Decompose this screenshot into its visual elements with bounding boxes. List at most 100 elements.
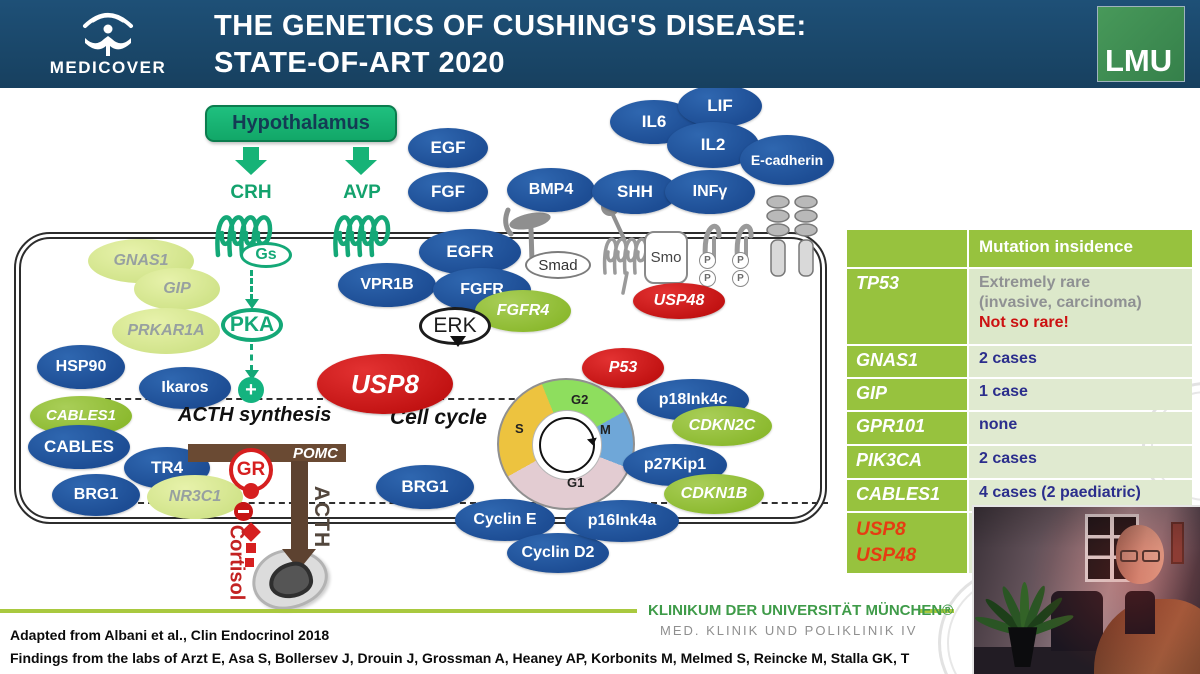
table-row-cables1: CABLES1 4 cases (2 paediatric) <box>847 480 1192 511</box>
stimulation-plus: + <box>238 377 264 403</box>
hypothalamus-box: Hypothalamus <box>205 105 397 142</box>
node-usp48: USP48 <box>633 283 725 319</box>
lmu-logo: LMU <box>1097 6 1185 82</box>
donut-label-g1: G1 <box>567 475 585 490</box>
node-p53: P53 <box>582 348 664 388</box>
inhibition-minus <box>234 502 253 521</box>
footer-green-line-right <box>920 609 954 613</box>
department-name: MED. KLINIK UND POLIKLINIK IV <box>660 623 918 638</box>
webcam-video[interactable] <box>972 505 1200 674</box>
webcam-wall-frame <box>1170 522 1185 564</box>
cell-cycle-label: Cell cycle <box>390 406 487 429</box>
table-header-empty <box>847 230 967 267</box>
table-row-gnas1: GNAS1 2 cases <box>847 346 1192 377</box>
node-cdkn2c: CDKN2C <box>672 406 772 446</box>
avp-label: AVP <box>343 182 381 203</box>
pomc-bar: POMC <box>188 444 346 462</box>
title-line-2: STATE-OF-ART 2020 <box>214 47 506 80</box>
webcam-person-turtleneck <box>1125 590 1155 634</box>
acth-label: ACTH <box>310 485 333 549</box>
value-pik3ca: 2 cases <box>969 446 1192 478</box>
footer-green-line-left <box>0 609 637 613</box>
gene-gip: GIP <box>847 379 967 410</box>
webcam-window <box>1084 513 1139 583</box>
bmp4-receptor <box>503 207 551 265</box>
cortisol-label: Cortisol <box>225 524 248 601</box>
node-prkar1a: PRKAR1A <box>112 308 220 354</box>
header-bar: MEDICOVER THE GENETICS OF CUSHING'S DISE… <box>0 0 1200 88</box>
webcam-person-jacket <box>1093 598 1200 674</box>
webcam-floor <box>974 647 1200 674</box>
mutation-table: Mutation insidence TP53 Extremely rare (… <box>847 230 1192 573</box>
node-hsp90: HSP90 <box>37 345 125 389</box>
donut-label-s: S <box>515 421 524 436</box>
node-fgfr4: FGFR4 <box>475 290 571 332</box>
node-brg1-center: BRG1 <box>376 465 474 509</box>
value-gnas1: 2 cases <box>969 346 1192 377</box>
medicover-bird-icon <box>83 13 133 56</box>
gene-gnas1: GNAS1 <box>847 346 967 377</box>
medicover-logo: MEDICOVER <box>28 8 188 84</box>
title-line-1: THE GENETICS OF CUSHING'S DISEASE: <box>214 10 807 42</box>
node-cables: CABLES <box>28 425 130 469</box>
gene-pik3ca: PIK3CA <box>847 446 967 478</box>
medicover-wordmark: MEDICOVER <box>49 58 167 77</box>
node-shh: SHH <box>592 170 678 214</box>
gs-pka-arrowhead <box>245 299 259 309</box>
webcam-plant-pot <box>1007 627 1038 668</box>
webcam-person-glasses <box>1119 550 1163 563</box>
phospho-p1: P <box>699 252 716 269</box>
node-cyclin-e: Cyclin E <box>455 499 555 541</box>
pka-node: PKA <box>221 308 283 342</box>
gene-usp8-usp48: USP8 USP48 <box>847 513 967 573</box>
node-ikaros: Ikaros <box>139 367 231 409</box>
node-cdkn1b: CDKN1B <box>664 474 764 514</box>
node-egf: EGF <box>408 128 488 168</box>
pka-plus-arrowhead <box>245 370 259 380</box>
webcam-chair <box>1050 590 1103 651</box>
gs-protein: Gs <box>240 242 292 268</box>
node-ecadherin: E-cadherin <box>740 135 834 185</box>
credit-line-1: Adapted from Albani et al., Clin Endocri… <box>10 627 330 643</box>
node-bmp4: BMP4 <box>507 168 595 212</box>
down-arrow-crh <box>243 147 259 161</box>
gene-gpr101: GPR101 <box>847 412 967 444</box>
phospho-p2: P <box>699 270 716 287</box>
donut-label-m: M <box>600 422 611 437</box>
crh-label: CRH <box>230 182 272 203</box>
table-row-pik3ca: PIK3CA 2 cases <box>847 446 1192 478</box>
smad-node: Smad <box>525 251 591 279</box>
cell-cycle-donut: G2 M G1 S <box>497 378 635 510</box>
phospho-p3: P <box>732 252 749 269</box>
clinic-name: KLINIKUM DER UNIVERSITÄT MÜNCHEN® <box>648 602 954 619</box>
credit-line-2: Findings from the labs of Arzt E, Asa S,… <box>10 650 910 666</box>
table-row-gip: GIP 1 case <box>847 379 1192 410</box>
node-nr3c1: NR3C1 <box>147 475 243 519</box>
slide-title: THE GENETICS OF CUSHING'S DISEASE: STATE… <box>214 8 807 82</box>
table-header-row: Mutation insidence <box>847 230 1192 267</box>
webcam-person-head <box>1116 525 1164 584</box>
node-egfr: EGFR <box>419 229 521 275</box>
node-lif: LIF <box>678 85 762 127</box>
node-fgf: FGF <box>408 172 488 212</box>
table-row-gpr101: GPR101 none <box>847 412 1192 444</box>
node-p16: p16Ink4a <box>565 500 679 542</box>
value-gpr101: none <box>969 412 1192 444</box>
cortisol-sq2 <box>245 558 254 567</box>
donut-hole <box>532 410 602 480</box>
pka-plus-arrow <box>250 344 253 371</box>
crh-receptor-coil <box>215 215 273 258</box>
webcam-plant <box>974 534 1075 639</box>
node-brg1-left: BRG1 <box>52 474 140 516</box>
gr-dot <box>243 483 259 499</box>
donut-label-g2: G2 <box>571 392 589 407</box>
acth-synthesis-label: ACTH synthesis <box>178 404 332 426</box>
value-gip: 1 case <box>969 379 1192 410</box>
gene-tp53: TP53 <box>847 269 967 344</box>
gene-cables1: CABLES1 <box>847 480 967 511</box>
node-vpr1b: VPR1B <box>338 263 436 307</box>
value-tp53: Extremely rare (invasive, carcinoma) Not… <box>969 269 1192 344</box>
node-usp8: USP8 <box>317 354 453 414</box>
down-arrow-avp <box>353 147 369 161</box>
